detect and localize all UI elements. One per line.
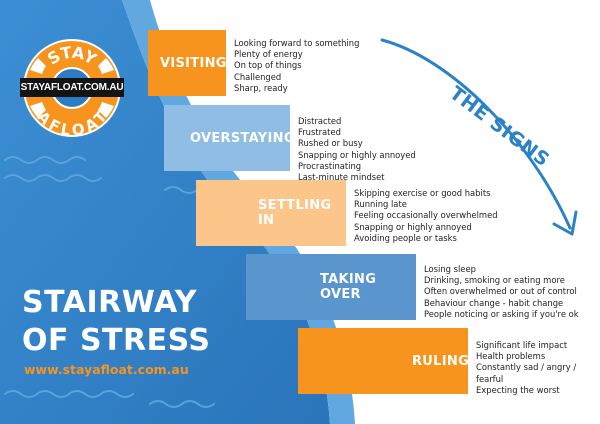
sign-item: Significant life impact: [476, 340, 568, 350]
signs-arrow-icon: [380, 38, 578, 236]
stage-overstaying: OVERSTAYING: [164, 105, 294, 171]
sign-item: Health problems: [476, 351, 546, 362]
stayafloat-logo: STAY AFLOAT STAYAFLOAT.COM.AU: [20, 38, 124, 138]
sign-item: Procrastinating: [298, 160, 362, 171]
sign-item: Rushed or busy: [298, 138, 363, 149]
sign-item: Frustrated: [298, 127, 341, 138]
stage-visiting-signs: Looking forward to something Plenty of e…: [234, 38, 359, 94]
sign-item: Plenty of energy: [234, 49, 303, 60]
stage-settling-in-signs: Skipping exercise or good habits Running…: [354, 188, 498, 244]
headline-line-2: OF STRESS: [22, 323, 211, 358]
stage-visiting: VISITING: [148, 30, 226, 96]
sign-item: Sharp, ready: [234, 82, 288, 93]
sign-item: Constantly sad / angry / fearful: [476, 362, 577, 384]
headline-line-1: STAIRWAY: [22, 285, 198, 320]
stage-taking-over-signs: Losing sleep Drinking, smoking or eating…: [424, 264, 579, 320]
sign-item: Expecting the worst: [476, 384, 560, 395]
sign-item: Losing sleep: [424, 264, 476, 274]
logo-url-band: STAYAFLOAT.COM.AU: [20, 78, 124, 97]
website-link[interactable]: www.stayafloat.com.au: [24, 362, 189, 377]
sign-item: Snapping or highly annoyed: [354, 221, 472, 232]
stage-overstaying-signs: Distracted Frustrated Rushed or busy Sna…: [298, 116, 416, 183]
stage-ruling: RULING: [298, 328, 469, 394]
headline: STAIRWAY OF STRESS: [22, 284, 210, 360]
sign-item: Often overwhelmed or out of control: [424, 286, 577, 297]
sign-item: Feeling occasionally overwhelmed: [354, 210, 498, 221]
stage-taking-over: TAKING OVER: [246, 254, 416, 320]
sign-item: Behaviour change - habit change: [424, 297, 564, 308]
stage-ruling-signs: Significant life impact Health problems …: [476, 340, 594, 396]
sign-item: People noticing or asking if you're ok: [424, 308, 579, 319]
sign-item: Skipping exercise or good habits: [354, 188, 491, 198]
sign-item: Last-minute mindset: [298, 172, 385, 183]
stage-settling-in: SETTLING IN: [196, 180, 346, 246]
sign-item: Running late: [354, 199, 407, 210]
sign-item: Challenged: [234, 71, 282, 82]
sign-item: Drinking, smoking or eating more: [424, 275, 565, 286]
sign-item: Looking forward to something: [234, 38, 360, 48]
sign-item: Distracted: [298, 116, 342, 126]
sign-item: On top of things: [234, 60, 302, 71]
sign-item: Snapping or highly annoyed: [298, 149, 416, 160]
sign-item: Avoiding people or tasks: [354, 232, 457, 243]
